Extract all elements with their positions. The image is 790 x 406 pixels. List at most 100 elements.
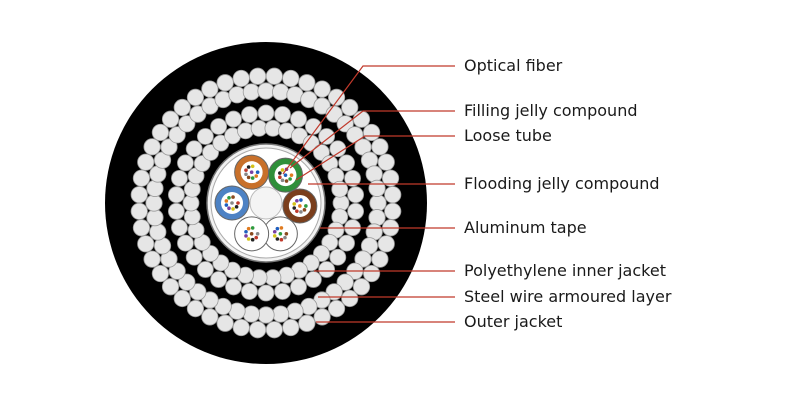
optical-fiber <box>278 232 283 236</box>
steel-wire <box>325 283 343 301</box>
label-polyethylene-inner-jacket: Polyethylene inner jacket <box>464 261 666 280</box>
optical-fiber <box>244 168 248 172</box>
optical-fiber <box>254 174 259 178</box>
steel-wire <box>189 105 207 123</box>
optical-fiber <box>299 198 303 202</box>
label-flooding-jelly-compound: Flooding jelly compound <box>464 174 660 193</box>
optical-fiber <box>275 237 280 241</box>
steel-wire <box>137 235 155 253</box>
steel-wire <box>178 273 196 291</box>
steel-wire <box>265 67 283 85</box>
optical-fiber <box>280 168 285 172</box>
optical-fiber <box>250 176 255 180</box>
steel-wire <box>167 186 185 204</box>
steel-wire <box>313 308 331 326</box>
steel-wire <box>377 235 395 253</box>
optical-fiber <box>234 205 239 209</box>
steel-wire <box>173 289 191 308</box>
steel-wire <box>177 234 194 252</box>
steel-wire <box>225 110 242 128</box>
steel-wire <box>304 271 322 288</box>
steel-wire <box>362 264 381 283</box>
optical-fiber <box>284 179 289 183</box>
steel-wire <box>368 209 386 227</box>
optical-fiber <box>236 201 240 205</box>
steel-wire <box>210 118 228 135</box>
steel-wire <box>185 140 203 158</box>
steel-wire <box>145 194 163 212</box>
optical-fiber <box>292 202 297 206</box>
steel-wire <box>327 88 346 107</box>
optical-fiber <box>292 206 297 210</box>
optical-fiber <box>289 173 294 177</box>
steel-wire <box>274 283 291 300</box>
steel-wire <box>201 308 219 326</box>
steel-wire <box>186 88 205 107</box>
steel-wire <box>196 261 214 278</box>
steel-wire <box>298 314 316 332</box>
steel-wire <box>338 154 355 172</box>
steel-wire <box>168 262 186 280</box>
steel-wire <box>249 321 267 339</box>
steel-wire <box>168 126 186 144</box>
optical-fiber <box>244 234 248 238</box>
steel-wire <box>232 69 250 88</box>
leader-line-optical-fiber <box>282 65 455 175</box>
steel-wire <box>313 97 331 115</box>
optical-fiber <box>298 204 302 208</box>
steel-wire <box>368 179 386 197</box>
steel-wire <box>347 202 365 220</box>
steel-wire <box>228 86 246 104</box>
optical-fiber <box>278 171 282 175</box>
steel-wire <box>290 110 307 128</box>
label-optical-fiber: Optical fiber <box>464 56 563 75</box>
steel-wire <box>329 248 347 266</box>
steel-wire <box>313 80 331 98</box>
optical-fiber <box>249 232 254 236</box>
optical-fiber <box>231 207 235 211</box>
optical-fiber <box>244 229 248 234</box>
steel-wire <box>151 264 169 283</box>
optical-fiber <box>299 210 303 214</box>
steel-wire <box>286 302 304 320</box>
steel-wire <box>347 186 365 204</box>
steel-wire-inner-ring <box>167 104 365 302</box>
steel-wire <box>257 306 275 324</box>
optical-fiber <box>246 226 251 231</box>
steel-wire <box>196 128 214 145</box>
steel-wire <box>161 110 180 128</box>
steel-wire <box>344 169 361 187</box>
steel-wire <box>242 83 260 101</box>
steel-wire <box>177 154 194 172</box>
steel-wire <box>290 278 307 296</box>
loose-tubes-group <box>214 154 318 252</box>
steel-wire <box>160 138 178 156</box>
optical-fiber <box>230 201 234 205</box>
steel-wire <box>249 67 267 85</box>
steel-wire <box>241 106 258 123</box>
central-strength-member <box>249 186 283 220</box>
optical-fiber <box>275 226 280 231</box>
steel-wire <box>216 74 234 92</box>
steel-wire <box>336 273 354 291</box>
optical-fiber <box>279 237 284 242</box>
optical-fiber <box>304 204 308 208</box>
steel-wire <box>130 186 148 204</box>
steel-wire <box>265 321 283 339</box>
steel-wire <box>298 74 316 92</box>
label-outer-jacket: Outer jacket <box>464 312 563 331</box>
optical-fiber <box>255 170 260 174</box>
steel-wire <box>232 318 250 337</box>
optical-fiber <box>272 229 277 234</box>
optical-fiber <box>246 237 251 241</box>
optical-fiber <box>302 208 307 212</box>
steel-wire <box>167 202 185 220</box>
optical-fiber <box>283 173 288 177</box>
optical-fiber <box>284 232 289 236</box>
steel-wire <box>173 98 191 117</box>
optical-fiber <box>280 178 285 183</box>
optical-fiber <box>288 177 292 181</box>
optical-fiber <box>255 232 260 236</box>
steel-wire <box>257 104 275 122</box>
steel-wire <box>274 106 291 123</box>
